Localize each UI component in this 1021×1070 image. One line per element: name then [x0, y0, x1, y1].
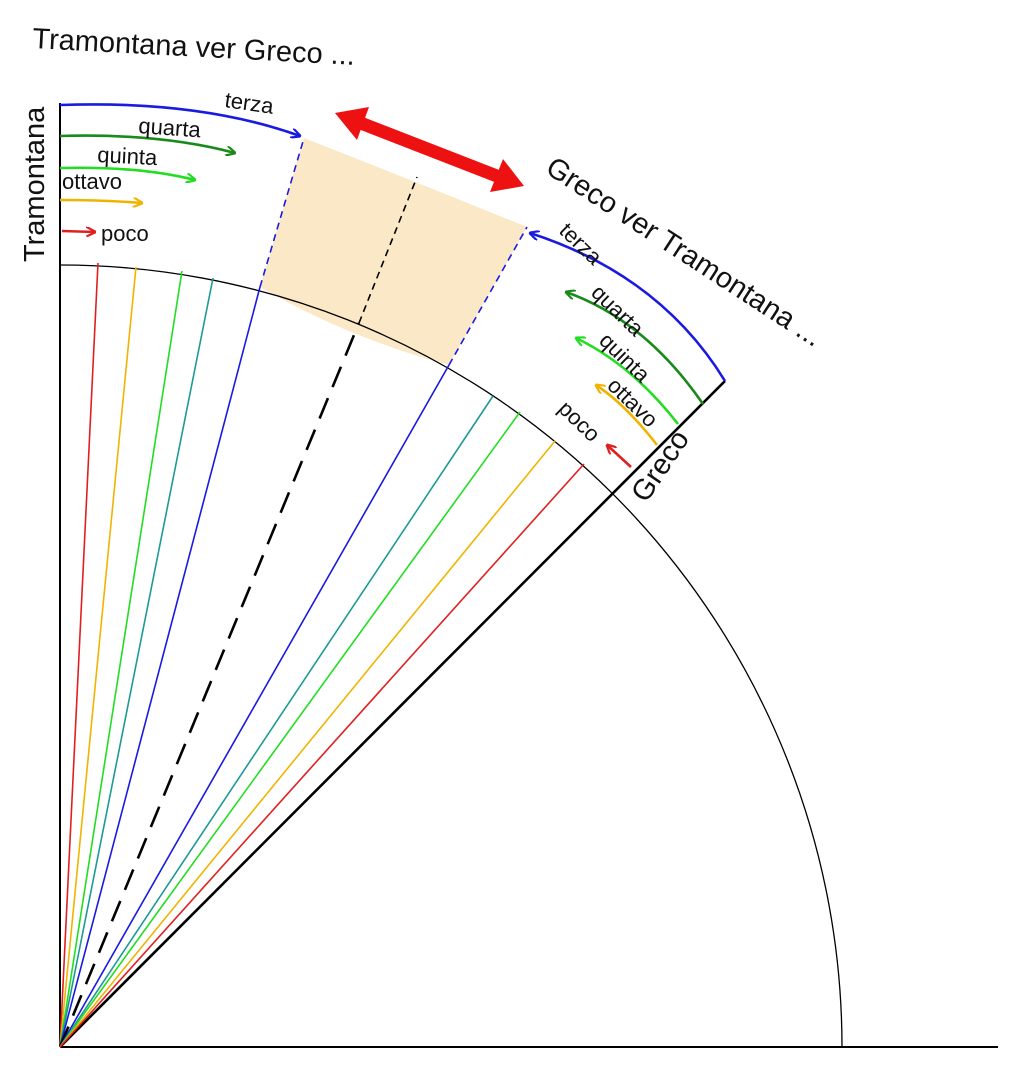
arrow-poco-left — [61, 231, 95, 232]
ray-terza-greco — [59, 364, 450, 1048]
left-label-terza: terza — [223, 87, 276, 119]
ray-poco-tramontana — [59, 262, 99, 1048]
greco-axis — [59, 380, 726, 1048]
axis-label-tramontana: Tramontana — [19, 106, 51, 262]
left-label-ottavo: ottavo — [62, 169, 122, 194]
ray-terza-tramontana — [59, 286, 261, 1048]
ray-ottavo-greco — [59, 440, 556, 1048]
terza-extension-greco — [448, 226, 528, 366]
arrow-ottavo-right — [596, 385, 659, 446]
bisector-extension — [358, 176, 418, 324]
ray-quinta-greco — [59, 411, 521, 1048]
arrow-quarta-right — [566, 292, 705, 405]
right-label-poco: poco — [554, 396, 606, 447]
arrow-terza-right — [530, 233, 727, 382]
left-label-quinta: quinta — [97, 142, 159, 170]
arrow-quinta-right — [576, 338, 680, 425]
ray-poco-greco — [59, 463, 585, 1048]
arrow-poco-right — [607, 445, 632, 468]
axis-label-greco: Greco — [625, 425, 696, 508]
ray-ottavo-tramontana — [59, 266, 137, 1048]
ray-teal-tramontana — [59, 277, 214, 1048]
arrow-ottavo-left — [59, 200, 142, 203]
left-label-quarta: quarta — [138, 113, 203, 142]
arrow-quinta-left — [59, 166, 195, 180]
terza-extension-tramontana — [259, 137, 305, 288]
ray-quinta-tramontana — [59, 270, 183, 1048]
left-label-poco: poco — [101, 221, 149, 246]
bisector-ray — [58, 322, 361, 1048]
title-tramontana-ver-greco: Tramontana ver Greco ... — [32, 23, 356, 72]
arrow-quarta-left — [59, 134, 235, 153]
double-arrow — [335, 107, 524, 192]
arrow-terza-left — [59, 103, 300, 136]
overlap-band — [260, 138, 527, 365]
ray-teal-greco — [59, 395, 494, 1048]
